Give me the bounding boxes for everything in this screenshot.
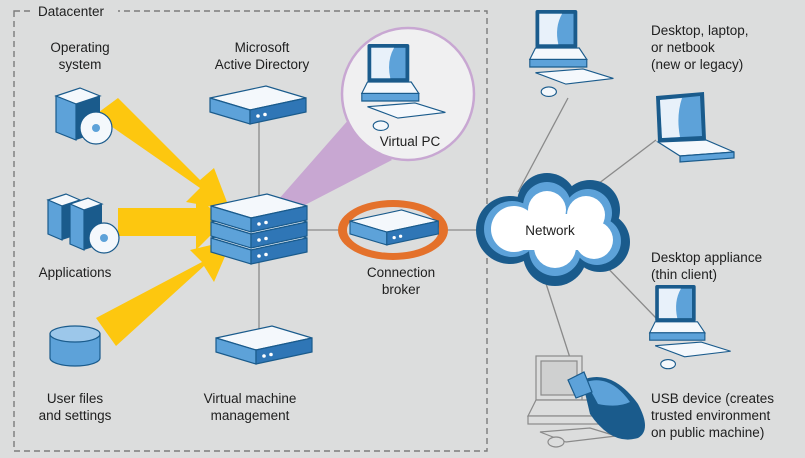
network-cloud xyxy=(476,173,630,286)
datacenter-title: Datacenter xyxy=(38,4,105,19)
usb-device-icon xyxy=(567,371,645,440)
active-directory-server xyxy=(209,85,307,125)
public-machine-icon xyxy=(527,355,617,448)
network-label: Network xyxy=(525,223,575,238)
thin-client-icon xyxy=(649,284,732,370)
database-icon xyxy=(49,325,101,367)
input-arrows xyxy=(95,98,232,346)
virtual-pc-label: Virtual PC xyxy=(379,134,441,149)
desktop-laptop-label: Desktop, laptop,or netbook(new or legacy… xyxy=(651,23,749,72)
laptop-icon xyxy=(655,91,735,163)
desktop-icon xyxy=(529,9,614,98)
applications-label: Applications xyxy=(38,265,112,280)
applications-icon xyxy=(46,193,120,254)
thin-client-label: Desktop appliance(thin client) xyxy=(651,250,763,282)
virtual-pc-server-stack xyxy=(210,193,308,265)
vm-management-server xyxy=(215,325,313,365)
operating-system-icon xyxy=(54,87,113,145)
